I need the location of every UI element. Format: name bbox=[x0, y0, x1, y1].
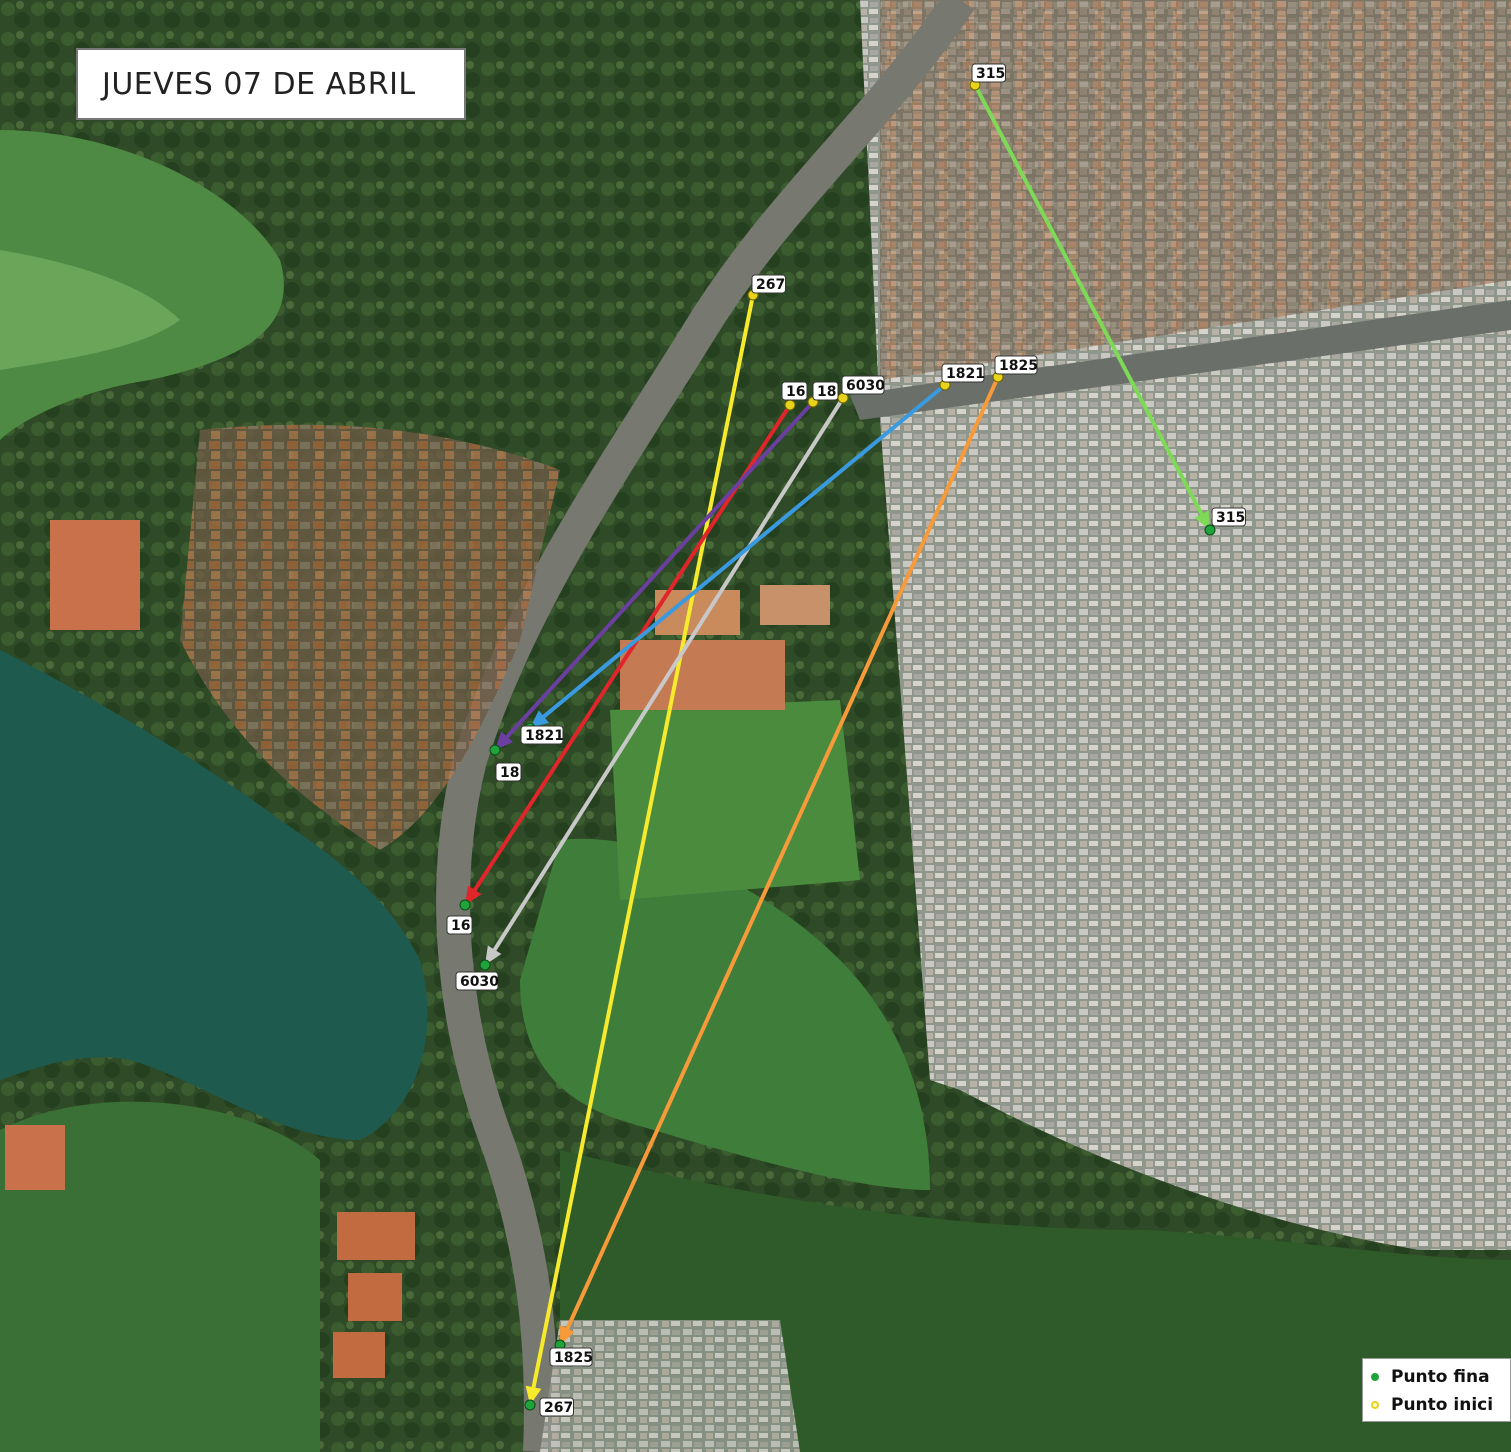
svg-text:18: 18 bbox=[817, 384, 836, 400]
start-label-16: 16 bbox=[781, 381, 808, 401]
route-line-1825 bbox=[563, 375, 1000, 1335]
tennis-courts-1 bbox=[620, 640, 785, 710]
start-label-6030: 6030 bbox=[841, 375, 885, 395]
route-1825[interactable]: 1825 1825 bbox=[549, 355, 1038, 1367]
route-line-1821 bbox=[538, 383, 947, 722]
end-label-18: 18 bbox=[495, 762, 522, 782]
date-title-text: JUEVES 07 DE ABRIL bbox=[102, 66, 416, 102]
urban-area-northeast bbox=[880, 0, 1511, 380]
end-point-6030[interactable] bbox=[479, 959, 491, 971]
legend-end-label: Punto fina bbox=[1391, 1367, 1490, 1387]
buildings-south bbox=[540, 1320, 800, 1452]
building-cluster-west bbox=[50, 520, 140, 630]
svg-text:16: 16 bbox=[451, 918, 470, 934]
svg-text:315: 315 bbox=[976, 66, 1005, 82]
svg-text:1825: 1825 bbox=[554, 1350, 593, 1366]
tennis-courts-sw-3 bbox=[333, 1332, 385, 1378]
legend: Punto fina Punto inici bbox=[1362, 1358, 1511, 1422]
start-label-315: 315 bbox=[971, 63, 1006, 83]
svg-text:1821: 1821 bbox=[946, 366, 985, 382]
route-arrow-1825 bbox=[560, 1325, 575, 1345]
end-label-267: 267 bbox=[539, 1397, 574, 1417]
tennis-courts-3 bbox=[760, 585, 830, 625]
legend-start-label: Punto inici bbox=[1391, 1395, 1494, 1415]
end-label-16: 16 bbox=[446, 915, 473, 935]
end-label-1821: 1821 bbox=[520, 725, 564, 745]
building-sw bbox=[5, 1125, 65, 1190]
svg-text:1821: 1821 bbox=[525, 728, 564, 744]
start-point-marker-icon bbox=[1371, 1401, 1379, 1409]
svg-text:6030: 6030 bbox=[460, 974, 499, 990]
svg-text:267: 267 bbox=[756, 277, 785, 293]
route-arrow-1821 bbox=[530, 710, 549, 728]
end-point-315[interactable] bbox=[1204, 524, 1216, 536]
route-267[interactable]: 267 267 bbox=[524, 274, 786, 1417]
route-arrow-315 bbox=[1194, 510, 1210, 530]
sports-field bbox=[610, 700, 860, 900]
svg-text:18: 18 bbox=[500, 765, 519, 781]
date-title: JUEVES 07 DE ABRIL bbox=[76, 48, 466, 120]
tennis-courts-sw-2 bbox=[348, 1273, 402, 1321]
start-label-1825: 1825 bbox=[994, 355, 1038, 375]
route-line-315 bbox=[973, 83, 1206, 520]
end-label-1825: 1825 bbox=[549, 1347, 593, 1367]
end-label-6030: 6030 bbox=[455, 971, 499, 991]
tennis-courts-sw-1 bbox=[337, 1212, 415, 1260]
route-arrow-18 bbox=[495, 731, 514, 750]
legend-row-end: Punto fina bbox=[1371, 1365, 1490, 1389]
legend-row-start: Punto inici bbox=[1371, 1393, 1493, 1417]
golf-fairway bbox=[0, 250, 180, 370]
route-line-267 bbox=[530, 293, 755, 1394]
svg-text:315: 315 bbox=[1216, 510, 1245, 526]
route-line-18 bbox=[502, 400, 815, 742]
route-6030[interactable]: 6030 6030 bbox=[455, 375, 885, 991]
route-arrow-6030 bbox=[485, 945, 502, 965]
start-label-267: 267 bbox=[751, 274, 786, 294]
svg-text:16: 16 bbox=[786, 384, 805, 400]
route-line-6030 bbox=[490, 396, 845, 956]
end-point-18[interactable] bbox=[489, 744, 501, 756]
route-arrow-16 bbox=[465, 885, 482, 905]
svg-text:6030: 6030 bbox=[846, 378, 885, 394]
start-label-18: 18 bbox=[812, 381, 839, 401]
svg-text:1825: 1825 bbox=[999, 358, 1038, 374]
start-label-1821: 1821 bbox=[941, 363, 985, 383]
residential-hills-west bbox=[180, 424, 560, 850]
park-field bbox=[520, 838, 930, 1190]
end-point-267[interactable] bbox=[524, 1399, 536, 1411]
start-point-16[interactable] bbox=[784, 399, 796, 411]
lagoon bbox=[0, 650, 428, 1140]
end-point-marker-icon bbox=[1371, 1373, 1379, 1381]
route-1821[interactable]: 1821 1821 bbox=[520, 363, 985, 745]
routes-layer: 3153152672671616181860306030182118211825… bbox=[446, 63, 1246, 1417]
end-point-16[interactable] bbox=[459, 899, 471, 911]
svg-text:267: 267 bbox=[544, 1400, 573, 1416]
end-label-315: 315 bbox=[1211, 507, 1246, 527]
route-315[interactable]: 315 315 bbox=[969, 63, 1246, 536]
highway bbox=[436, 0, 975, 1452]
golf-course-south bbox=[0, 1101, 320, 1452]
golf-course-north bbox=[0, 130, 284, 440]
forest-south bbox=[560, 1150, 1511, 1452]
main-avenue bbox=[850, 300, 1511, 420]
